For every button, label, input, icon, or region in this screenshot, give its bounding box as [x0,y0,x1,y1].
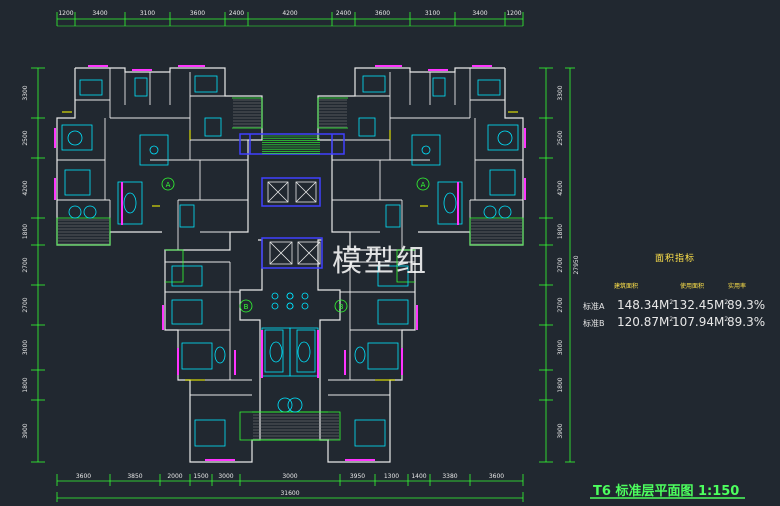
row-a-efficiency: 89.3% [727,298,766,312]
row-b-built: 120.87M2 [617,315,674,329]
right-dim-label: 2700 [557,297,564,312]
bottom-dim-label: 1500 [193,473,208,480]
right-dim-label: 1800 [557,377,564,392]
top-dim-label: 1200 [506,10,521,17]
row-a-usable: 132.45M2 [672,298,729,312]
bottom-dim-label: 3600 [76,473,91,480]
top-dim-label: 2400 [229,10,244,17]
left-dim-label: 3900 [22,423,29,438]
right-dim-label: 3900 [557,423,564,438]
bottom-dim-label: 3000 [282,473,297,480]
bottom-dim-label: 3000 [218,473,233,480]
watermark: 模型组 [332,244,428,279]
top-dim-label: 3600 [190,10,205,17]
bottom-dim-label: 1300 [384,473,399,480]
unit-marker-right-top: A [421,181,426,189]
bottom-dimension-line: 3600 3850 2000 1500 3000 3000 3950 1300 1400 3380… [56,473,524,502]
right-dim-label: 2500 [557,130,564,145]
left-dim-label: 2500 [22,130,29,145]
bottom-dim-label: 3950 [350,473,365,480]
top-dim-label: 3100 [425,10,440,17]
row-b-efficiency: 89.3% [727,315,766,329]
left-dim-label: 2700 [22,297,29,312]
top-dim-label: 2400 [336,10,351,17]
top-dim-label: 1200 [58,10,73,17]
right-dimension-line: 3300 2500 4200 1800 2700 2700 3000 1800 3900 2795… [539,67,580,463]
right-dim-label: 2700 [557,257,564,272]
bottom-dim-label: 2000 [167,473,182,480]
row-a-built: 148.34M2 [617,298,674,312]
left-dim-label: 4200 [22,180,29,195]
right-dim-label: 3300 [557,85,564,100]
left-dim-label: 2700 [22,257,29,272]
top-dim-label: 3100 [140,10,155,17]
header-efficiency: 实用率 [728,283,747,290]
header-usable-area: 使用面积 [680,283,705,290]
top-dimension-line: 1200 3400 3100 3600 2400 4200 2400 3600 3100 3400… [56,10,524,27]
row-a-name: 标准A [583,302,605,311]
building-plan [54,65,526,463]
bottom-dim-label: 3380 [442,473,457,480]
left-wing [54,65,341,463]
unit-marker-left-top: A [166,181,171,189]
area-table-title: 面积指标 [655,254,696,264]
left-dim-label: 3000 [22,340,29,355]
row-b-name: 标准B [583,319,605,328]
top-dim-label: 3600 [375,10,390,17]
left-dim-label: 1800 [22,224,29,239]
right-dim-label: 3000 [557,340,564,355]
total-width-label: 31600 [280,490,299,497]
top-dim-label: 4200 [282,10,297,17]
bottom-dim-label: 3600 [489,473,504,480]
left-dim-label: 3300 [22,85,29,100]
drawing-title: T6 标准层平面图 1:150 [593,484,740,499]
unit-marker-right-bottom: B [339,303,344,311]
top-dim-label: 3400 [92,10,107,17]
left-dim-label: 1800 [22,377,29,392]
right-dim-label: 1800 [557,224,564,239]
bottom-dim-label: 3850 [127,473,142,480]
unit-marker-left-bottom: B [244,303,249,311]
top-dim-label: 3400 [472,10,487,17]
bottom-dim-label: 1400 [411,473,426,480]
total-height-label: 27950 [573,255,580,274]
right-dim-label: 4200 [557,180,564,195]
row-b-usable: 107.94M2 [672,315,729,329]
header-built-area: 建筑面积 [614,283,639,290]
left-dimension-line: 3300 2500 4200 1800 2700 2700 3000 1800 3900 [22,67,45,463]
